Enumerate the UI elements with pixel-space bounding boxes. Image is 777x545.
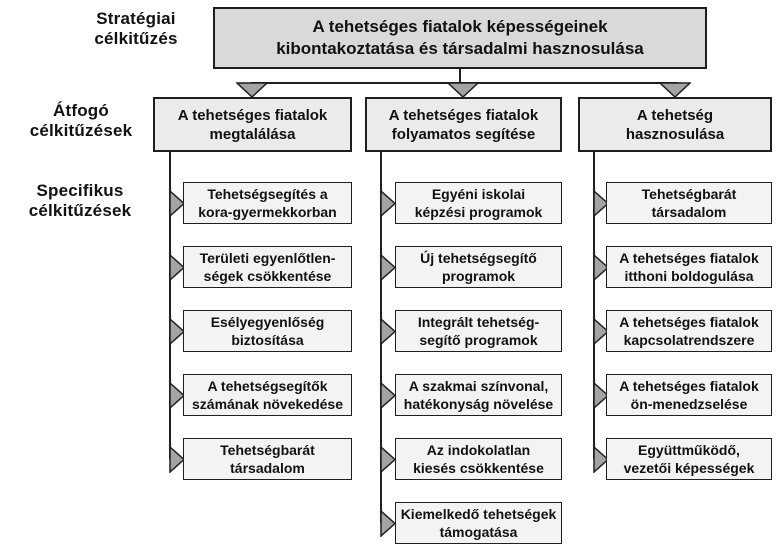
right-arrow-icon xyxy=(380,318,396,345)
item-label-line: segítő programok xyxy=(419,332,538,348)
objective-item: A tehetséges fiatalok itthoni boldogulás… xyxy=(606,246,772,288)
label-overall-objectives: Átfogó célkitűzések xyxy=(0,101,162,141)
right-arrow-icon xyxy=(169,254,185,281)
item-label-line: Együttműködő, xyxy=(638,442,740,458)
objective-item: Tehetségbarát társadalom xyxy=(606,182,772,224)
box-label-line: A tehetség xyxy=(636,106,714,124)
label-specific-objectives: Specifikus célkitűzések xyxy=(0,181,160,221)
item-label-line: ön-menedzselése xyxy=(630,396,748,412)
item-label-line: A szakmai színvonal, xyxy=(408,378,549,394)
right-arrow-icon xyxy=(169,190,185,217)
right-arrow-icon xyxy=(380,254,396,281)
item-label-line: Integrált tehetség- xyxy=(417,314,540,330)
right-arrow-icon xyxy=(593,190,609,217)
item-label-line: A tehetséges fiatalok xyxy=(619,250,759,266)
item-label-line: számának növekedése xyxy=(192,396,343,412)
item-label-line: kora-gyermekkorban xyxy=(198,204,337,220)
label-line: célkitűzések xyxy=(28,201,132,220)
item-label-line: támogatása xyxy=(439,524,518,540)
objective-item: Új tehetségsegítő programok xyxy=(395,246,562,288)
objective-item: Az indokolatlan kiesés csökkentése xyxy=(395,438,562,480)
item-label-line: Kiemelkedő tehetségek xyxy=(400,506,557,522)
item-label-line: hatékonyság növelése xyxy=(403,396,554,412)
item-label-line: Tehetségbarát xyxy=(220,442,315,458)
item-label-line: itthoni boldogulása xyxy=(624,268,754,284)
box-label-line: megtalálása xyxy=(209,125,296,143)
label-strategic-objective: Stratégiai célkitűzés xyxy=(55,9,217,49)
item-label-line: kiesés csökkentése xyxy=(413,460,544,476)
label-line: célkitűzések xyxy=(29,121,133,140)
item-label-line: A tehetséges fiatalok xyxy=(619,378,759,394)
down-arrow-icon xyxy=(659,82,691,98)
item-label-line: A tehetséges fiatalok xyxy=(619,314,759,330)
item-label-line: Tehetségbarát xyxy=(641,186,737,202)
item-label-line: vezetői képességek xyxy=(623,460,755,476)
right-arrow-icon xyxy=(593,446,609,473)
objective-item: Esélyegyenlőség biztosítása xyxy=(183,310,352,352)
objective-item: Egyéni iskolai képzési programok xyxy=(395,182,562,224)
overall-goal-box-3: A tehetség hasznosulása xyxy=(578,97,772,152)
item-label-line: Új tehetségsegítő xyxy=(420,250,537,266)
down-arrow-icon xyxy=(236,82,268,98)
item-label-line: Tehetségsegítés a xyxy=(207,186,328,202)
objective-item: A szakmai színvonal, hatékonyság növelés… xyxy=(395,374,562,416)
item-label-line: kapcsolatrendszere xyxy=(623,332,755,348)
item-label-line: Esélyegyenlőség xyxy=(210,314,325,330)
box-label-line: hasznosulása xyxy=(625,125,725,143)
column-spine-3 xyxy=(593,152,595,459)
right-arrow-icon xyxy=(593,318,609,345)
item-label-line: programok xyxy=(441,268,516,284)
item-label-line: Egyéni iskolai xyxy=(431,186,526,202)
box-label-line: folyamatos segítése xyxy=(391,125,536,143)
objective-item: Tehetségbarát társadalom xyxy=(183,438,352,480)
objective-item: Területi egyenlőtlen- ségek csökkentése xyxy=(183,246,352,288)
label-line: Stratégiai xyxy=(96,9,176,28)
right-arrow-icon xyxy=(380,190,396,217)
item-label-line: Az indokolatlan xyxy=(426,442,531,458)
right-arrow-icon xyxy=(380,382,396,409)
right-arrow-icon xyxy=(169,446,185,473)
objective-item: A tehetséges fiatalok kapcsolatrendszere xyxy=(606,310,772,352)
right-arrow-icon xyxy=(593,254,609,281)
box-label-line: kibontakoztatása és társadalmi hasznosul… xyxy=(276,39,644,58)
column-spine-1 xyxy=(169,152,171,459)
label-line: Átfogó xyxy=(53,101,109,120)
item-label-line: Területi egyenlőtlen- xyxy=(199,250,336,266)
item-label-line: képzési programok xyxy=(414,204,543,220)
right-arrow-icon xyxy=(380,510,396,537)
label-line: célkitűzés xyxy=(94,29,178,48)
strategic-goal-box: A tehetséges fiatalok képességeinek kibo… xyxy=(213,7,707,69)
overall-goal-box-1: A tehetséges fiatalok megtalálása xyxy=(153,97,352,152)
objective-item: Együttműködő, vezetői képességek xyxy=(606,438,772,480)
down-arrow-icon xyxy=(447,82,479,98)
item-label-line: társadalom xyxy=(230,460,305,476)
objective-item: A tehetséges fiatalok ön-menedzselése xyxy=(606,374,772,416)
item-label-line: A tehetségsegítők xyxy=(207,378,328,394)
box-label-line: A tehetséges fiatalok xyxy=(388,106,539,124)
right-arrow-icon xyxy=(169,382,185,409)
item-label-line: biztosítása xyxy=(231,332,304,348)
connector-stem xyxy=(459,68,461,83)
item-label-line: társadalom xyxy=(651,204,727,220)
objective-item: Tehetségsegítés a kora-gyermekkorban xyxy=(183,182,352,224)
item-label-line: ségek csökkentése xyxy=(203,268,332,284)
objective-item: A tehetségsegítők számának növekedése xyxy=(183,374,352,416)
right-arrow-icon xyxy=(169,318,185,345)
box-label-line: A tehetséges fiatalok xyxy=(177,106,328,124)
right-arrow-icon xyxy=(593,382,609,409)
overall-goal-box-2: A tehetséges fiatalok folyamatos segítés… xyxy=(365,97,562,152)
box-label-line: A tehetséges fiatalok képességeinek xyxy=(312,17,608,36)
objective-item: Integrált tehetség- segítő programok xyxy=(395,310,562,352)
right-arrow-icon xyxy=(380,446,396,473)
objective-item: Kiemelkedő tehetségek támogatása xyxy=(395,502,562,544)
label-line: Specifikus xyxy=(36,181,124,200)
